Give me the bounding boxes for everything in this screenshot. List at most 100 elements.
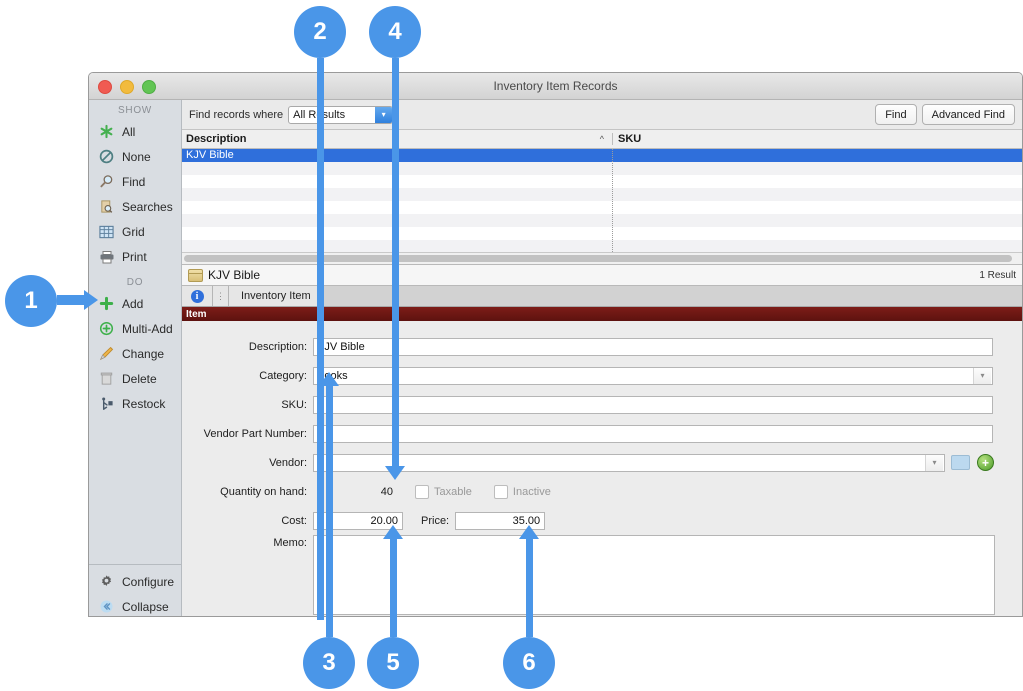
add-vendor-icon[interactable]: + [977, 454, 994, 471]
magnifier-icon [97, 173, 116, 191]
find-scope-select[interactable]: All Results ▾ [288, 105, 394, 124]
chevron-updown-icon: ▾ [375, 106, 393, 123]
advanced-find-button[interactable]: Advanced Find [921, 104, 1015, 125]
find-button[interactable]: Find [875, 104, 917, 125]
cell-description: KJV Bible [186, 149, 234, 161]
sidebar-item-delete[interactable]: Delete [89, 366, 181, 391]
callout-6: 6 [503, 637, 555, 689]
form-row-quantity: Quantity on hand: 40 Taxable Inactive [182, 477, 1022, 506]
form-row-vendor: Vendor: ▾ + [182, 448, 1022, 477]
chevron-down-icon[interactable]: ▾ [973, 367, 991, 384]
minimize-icon[interactable] [120, 80, 134, 94]
inactive-checkbox[interactable] [493, 484, 508, 499]
table-row[interactable] [182, 201, 1022, 214]
sidebar-item-find[interactable]: Find [89, 169, 181, 194]
category-label: Category: [259, 369, 307, 382]
sku-field[interactable] [313, 395, 993, 414]
sidebar-item-add[interactable]: Add [89, 291, 181, 316]
sidebar-item-configure[interactable]: Configure [89, 569, 181, 594]
callout-6-leader [526, 531, 533, 637]
scrollbar-thumb[interactable] [184, 255, 1012, 262]
table-row[interactable] [182, 188, 1022, 201]
callout-4-leader [392, 58, 399, 469]
pencil-icon [97, 345, 116, 363]
close-icon[interactable] [98, 80, 112, 94]
horizontal-scrollbar[interactable] [182, 252, 1022, 264]
sidebar-item-change[interactable]: Change [89, 341, 181, 366]
tab-overflow-icon[interactable]: ⋮ [213, 286, 229, 306]
window-title: Inventory Item Records [493, 79, 618, 93]
form-row-cost-price: Cost: 20.00 Price: 35.00 [182, 506, 1022, 535]
sidebar-item-grid[interactable]: Grid [89, 219, 181, 244]
quantity-on-hand-label: Quantity on hand: [220, 485, 307, 498]
main-panel: Find records where All Results ▾ Find Ad… [182, 100, 1022, 616]
callout-3-leader [326, 378, 333, 637]
taxable-label: Taxable [434, 485, 472, 498]
table-row[interactable] [182, 240, 1022, 252]
sidebar-item-collapse[interactable]: Collapse [89, 594, 181, 616]
results-list[interactable]: KJV Bible [182, 149, 1022, 252]
sidebar-item-searches[interactable]: Searches [89, 194, 181, 219]
table-row[interactable] [182, 175, 1022, 188]
vendor-label: Vendor: [269, 456, 307, 469]
vendor-part-number-field[interactable] [313, 424, 993, 443]
callout-2: 2 [294, 6, 346, 58]
column-header-description[interactable]: Description ^ [182, 133, 612, 145]
chevron-down-icon[interactable]: ▾ [925, 454, 943, 471]
callout-4-arrowhead [385, 466, 405, 480]
category-field[interactable]: Books ▾ [313, 366, 993, 385]
record-title: KJV Bible [208, 268, 261, 282]
cost-field[interactable]: 20.00 [313, 511, 403, 530]
sidebar-item-label: All [122, 124, 136, 139]
callout-1-arrowhead [84, 290, 98, 310]
sidebar-item-multi-add[interactable]: Multi-Add [89, 316, 181, 341]
taxable-checkbox[interactable] [415, 484, 429, 499]
sidebar-item-label: Add [122, 296, 144, 311]
memo-label: Memo: [273, 537, 307, 549]
description-label: Description: [248, 340, 307, 353]
form-row-memo: Memo: [182, 535, 1022, 615]
callout-3: 3 [303, 637, 355, 689]
record-header: KJV Bible 1 Result [182, 264, 1022, 286]
section-bar-item: Item [182, 307, 1022, 321]
table-row[interactable] [182, 162, 1022, 175]
item-form: Description: KJV Bible Category: Books ▾… [182, 321, 1022, 616]
sidebar-item-label: Find [122, 174, 146, 189]
sidebar-item-print[interactable]: Print [89, 244, 181, 269]
description-field[interactable]: KJV Bible [313, 337, 993, 356]
trash-icon [97, 370, 116, 388]
inactive-label: Inactive [512, 485, 551, 498]
sidebar-item-restock[interactable]: Restock [89, 391, 181, 416]
column-header-sku[interactable]: SKU [612, 133, 1022, 145]
sidebar-do-header: DO [126, 277, 144, 288]
column-divider[interactable] [612, 149, 613, 252]
sku-label: SKU: [281, 398, 307, 411]
find-records-label: Find records where [189, 108, 284, 121]
table-row[interactable]: KJV Bible [182, 149, 1022, 162]
result-count: 1 Result [979, 269, 1016, 281]
sidebar-item-label: Change [122, 346, 165, 361]
inventory-window: Inventory Item Records SHOW All None [88, 72, 1023, 617]
saved-search-icon [97, 198, 116, 216]
vendor-part-number-label: Vendor Part Number: [203, 427, 307, 440]
sidebar: SHOW All None Find [89, 100, 182, 616]
sidebar-item-label: Print [122, 249, 147, 264]
quantity-on-hand-value: 40 [380, 485, 393, 498]
results-column-header: Description ^ SKU [182, 130, 1022, 149]
sidebar-item-all[interactable]: All [89, 119, 181, 144]
column-label: Description [186, 133, 247, 145]
memo-field[interactable] [313, 535, 995, 615]
cost-label: Cost: [281, 514, 307, 527]
callout-5-leader [390, 531, 397, 637]
sidebar-item-none[interactable]: None [89, 144, 181, 169]
vendor-field[interactable]: ▾ [313, 453, 945, 472]
sidebar-item-label: Restock [122, 396, 166, 411]
sort-ascending-icon: ^ [599, 134, 604, 144]
tab-inventory-item[interactable]: Inventory Item [229, 286, 324, 306]
table-row[interactable] [182, 227, 1022, 240]
box-icon [188, 268, 203, 282]
vendor-card-icon[interactable] [951, 455, 970, 470]
info-tab[interactable]: i [182, 286, 213, 306]
table-row[interactable] [182, 214, 1022, 227]
zoom-icon[interactable] [142, 80, 156, 94]
